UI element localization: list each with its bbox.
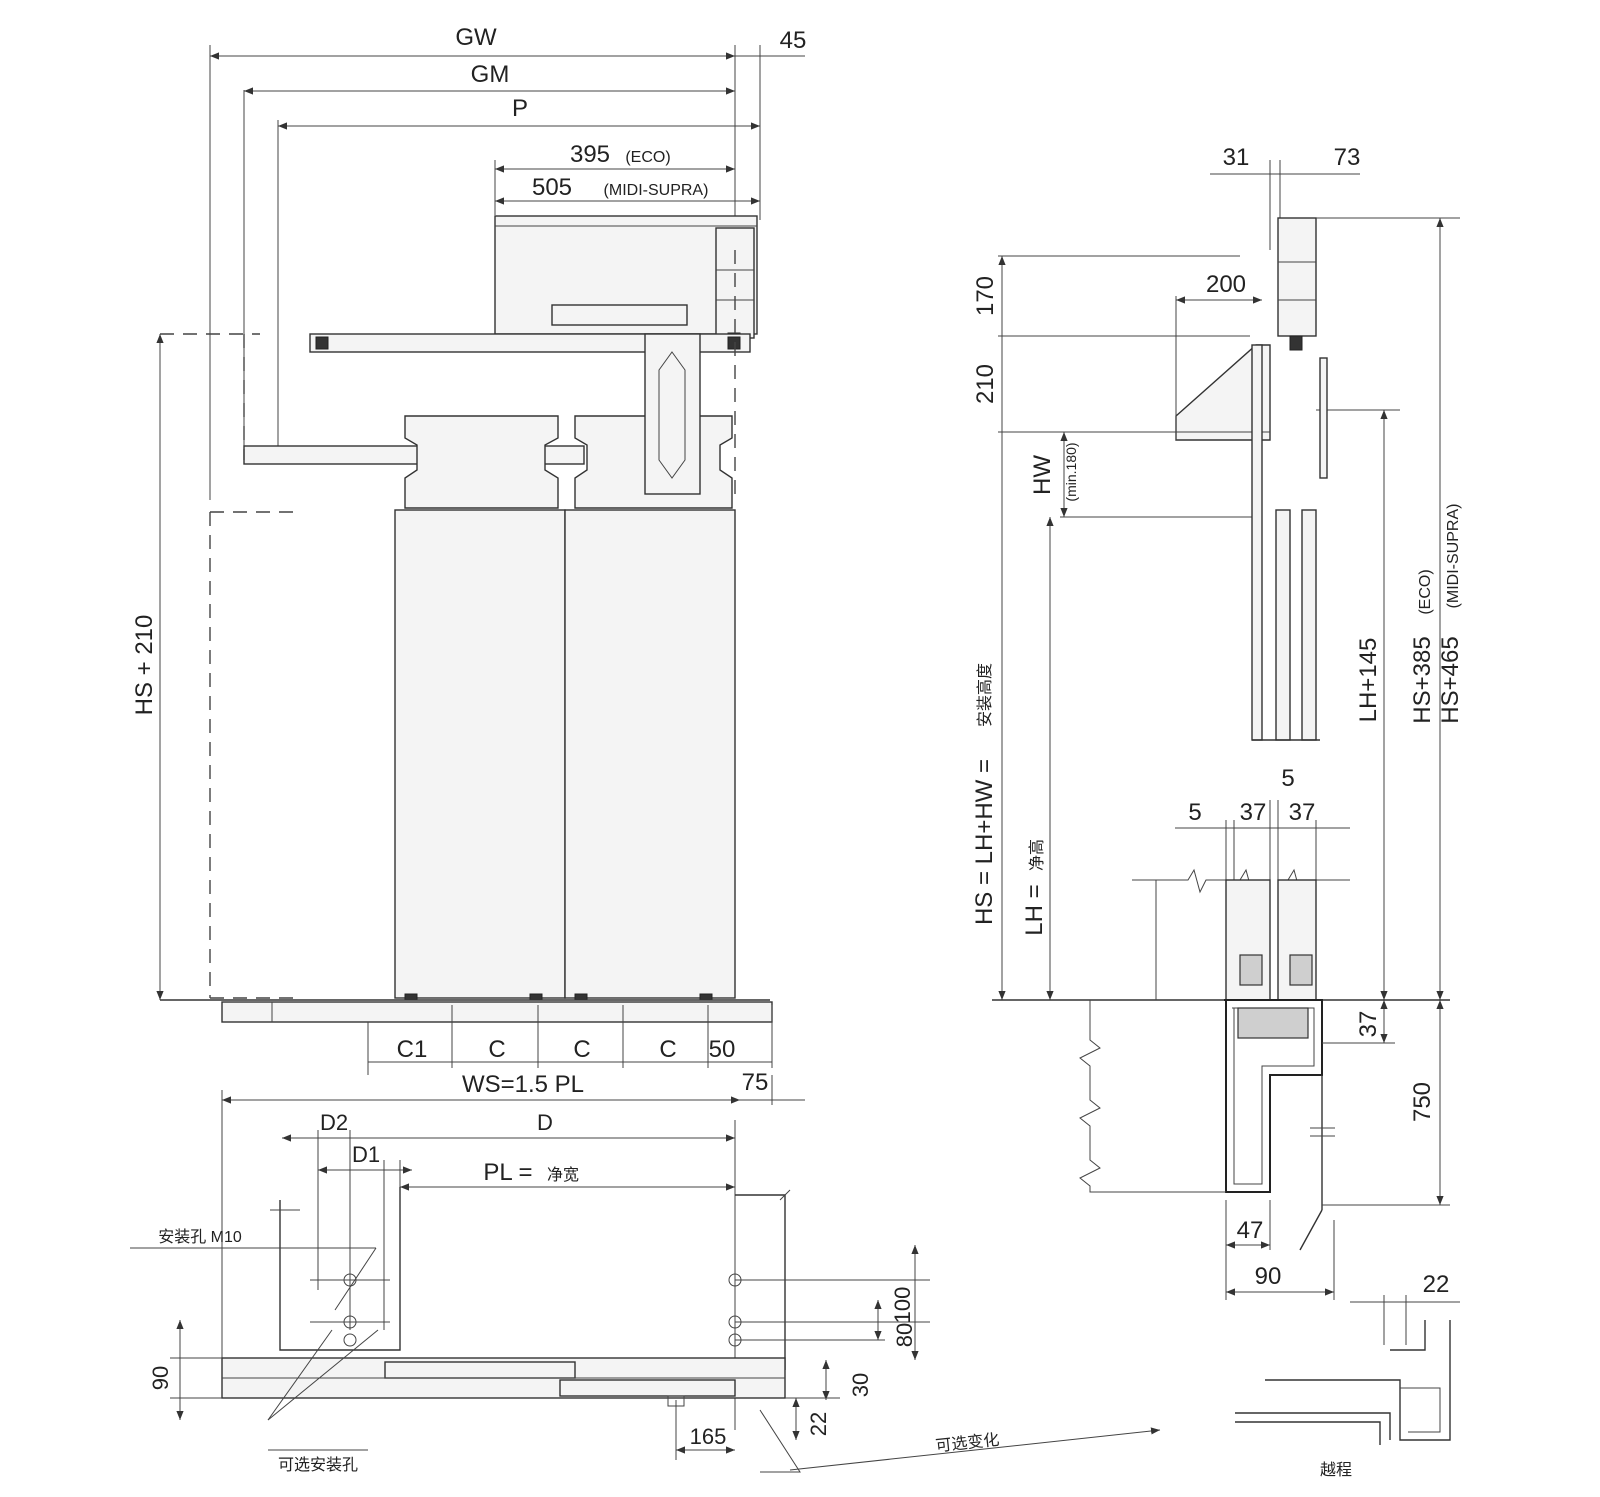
operator-housing bbox=[494, 215, 758, 346]
opening-outline bbox=[160, 250, 736, 999]
plan-view: D2 D D1 PL = 净宽 bbox=[130, 1090, 1161, 1474]
eco-side-label: (ECO) bbox=[1417, 569, 1434, 614]
dim-45-label: 45 bbox=[780, 27, 807, 54]
hw-label: HW bbox=[1029, 455, 1056, 495]
top-dimensions: GW 45 GM P 395 (ECO) 505 (MIDI-SUPRA) bbox=[209, 24, 807, 500]
midi-supra-side-label: (MIDI-SUPRA) bbox=[1445, 504, 1462, 609]
door-panels bbox=[394, 509, 736, 1001]
hs-cn-label: 安装高度 bbox=[976, 663, 994, 727]
dim-37c-label: 37 bbox=[1355, 1011, 1382, 1038]
dim-22-detail-label: 22 bbox=[1423, 1271, 1450, 1298]
dim-22-plan-label: 22 bbox=[806, 1412, 831, 1436]
c-label-3: C bbox=[659, 1036, 676, 1063]
dim-165-label: 165 bbox=[690, 1424, 727, 1449]
floor-sill bbox=[160, 999, 773, 1023]
d2-label: D2 bbox=[320, 1110, 348, 1135]
variation-label: 可选变化 bbox=[935, 1431, 1001, 1456]
dim-395-label: 395 bbox=[570, 141, 610, 168]
door-hangers bbox=[404, 333, 733, 509]
dim-5a-label: 5 bbox=[1188, 799, 1201, 826]
overtravel-detail: 22 越程 bbox=[1235, 1271, 1460, 1479]
lh-cn-label: 净高 bbox=[1028, 839, 1046, 871]
d-label: D bbox=[537, 1110, 553, 1135]
optional-holes-label: 可选安装孔 bbox=[278, 1456, 358, 1474]
pl-label: PL = bbox=[483, 1159, 532, 1186]
hs465-label: HS+465 bbox=[1437, 636, 1464, 723]
hs-210-dimension: HS + 210 bbox=[131, 334, 164, 1000]
dim-100-label: 100 bbox=[890, 1287, 915, 1324]
overtravel-label: 越程 bbox=[1320, 1461, 1352, 1479]
ws-label: WS=1.5 PL bbox=[462, 1071, 584, 1098]
dim-90-side-label: 90 bbox=[1255, 1263, 1282, 1290]
bottom-dimensions: C1 C C C 50 WS=1.5 PL 75 bbox=[222, 1005, 805, 1105]
dim-750-label: 750 bbox=[1409, 1082, 1436, 1122]
gw-label: GW bbox=[455, 24, 497, 51]
dim-90-plan-label: 90 bbox=[148, 1366, 173, 1390]
dim-50-label: 50 bbox=[709, 1036, 736, 1063]
dim-200-label: 200 bbox=[1206, 271, 1246, 298]
side-view: 31 73 200 170 210 HW (min.180) HS = LH+H… bbox=[971, 144, 1464, 1300]
dim-73-label: 73 bbox=[1334, 144, 1361, 171]
dim-31-label: 31 bbox=[1223, 144, 1250, 171]
c1-label: C1 bbox=[397, 1036, 428, 1063]
lh145-label: LH+145 bbox=[1355, 638, 1382, 723]
dim-80-label: 80 bbox=[892, 1323, 917, 1347]
p-label: P bbox=[512, 95, 528, 122]
hs385-label: HS+385 bbox=[1409, 636, 1436, 723]
hs-formula-label: HS = LH+HW = bbox=[971, 759, 998, 925]
hs-210-label: HS + 210 bbox=[131, 615, 158, 716]
front-view: GW 45 GM P 395 (ECO) 505 (MIDI-SUPRA) bbox=[131, 24, 806, 1105]
dim-30-label: 30 bbox=[848, 1373, 873, 1397]
dim-75-label: 75 bbox=[742, 1069, 769, 1096]
gm-label: GM bbox=[471, 61, 510, 88]
lh-label: LH = bbox=[1021, 884, 1048, 935]
c-label-1: C bbox=[488, 1036, 505, 1063]
dim-37b-label: 37 bbox=[1289, 799, 1316, 826]
dim-5b-label: 5 bbox=[1281, 765, 1294, 792]
eco-label: (ECO) bbox=[625, 149, 670, 166]
mounting-holes-left bbox=[310, 1273, 390, 1347]
mount-hole-label: 安装孔 M10 bbox=[158, 1228, 242, 1246]
pl-cn-label: 净宽 bbox=[547, 1166, 579, 1184]
hw-min-label: (min.180) bbox=[1063, 442, 1079, 501]
dim-505-label: 505 bbox=[532, 174, 572, 201]
midi-supra-label: (MIDI-SUPRA) bbox=[604, 182, 709, 199]
mounting-holes-right bbox=[728, 1273, 930, 1347]
dim-37a-label: 37 bbox=[1240, 799, 1267, 826]
d1-label: D1 bbox=[352, 1142, 380, 1167]
dim-210-label: 210 bbox=[972, 364, 999, 404]
dim-47-label: 47 bbox=[1237, 1217, 1264, 1244]
c-label-2: C bbox=[573, 1036, 590, 1063]
dim-170-label: 170 bbox=[972, 276, 999, 316]
